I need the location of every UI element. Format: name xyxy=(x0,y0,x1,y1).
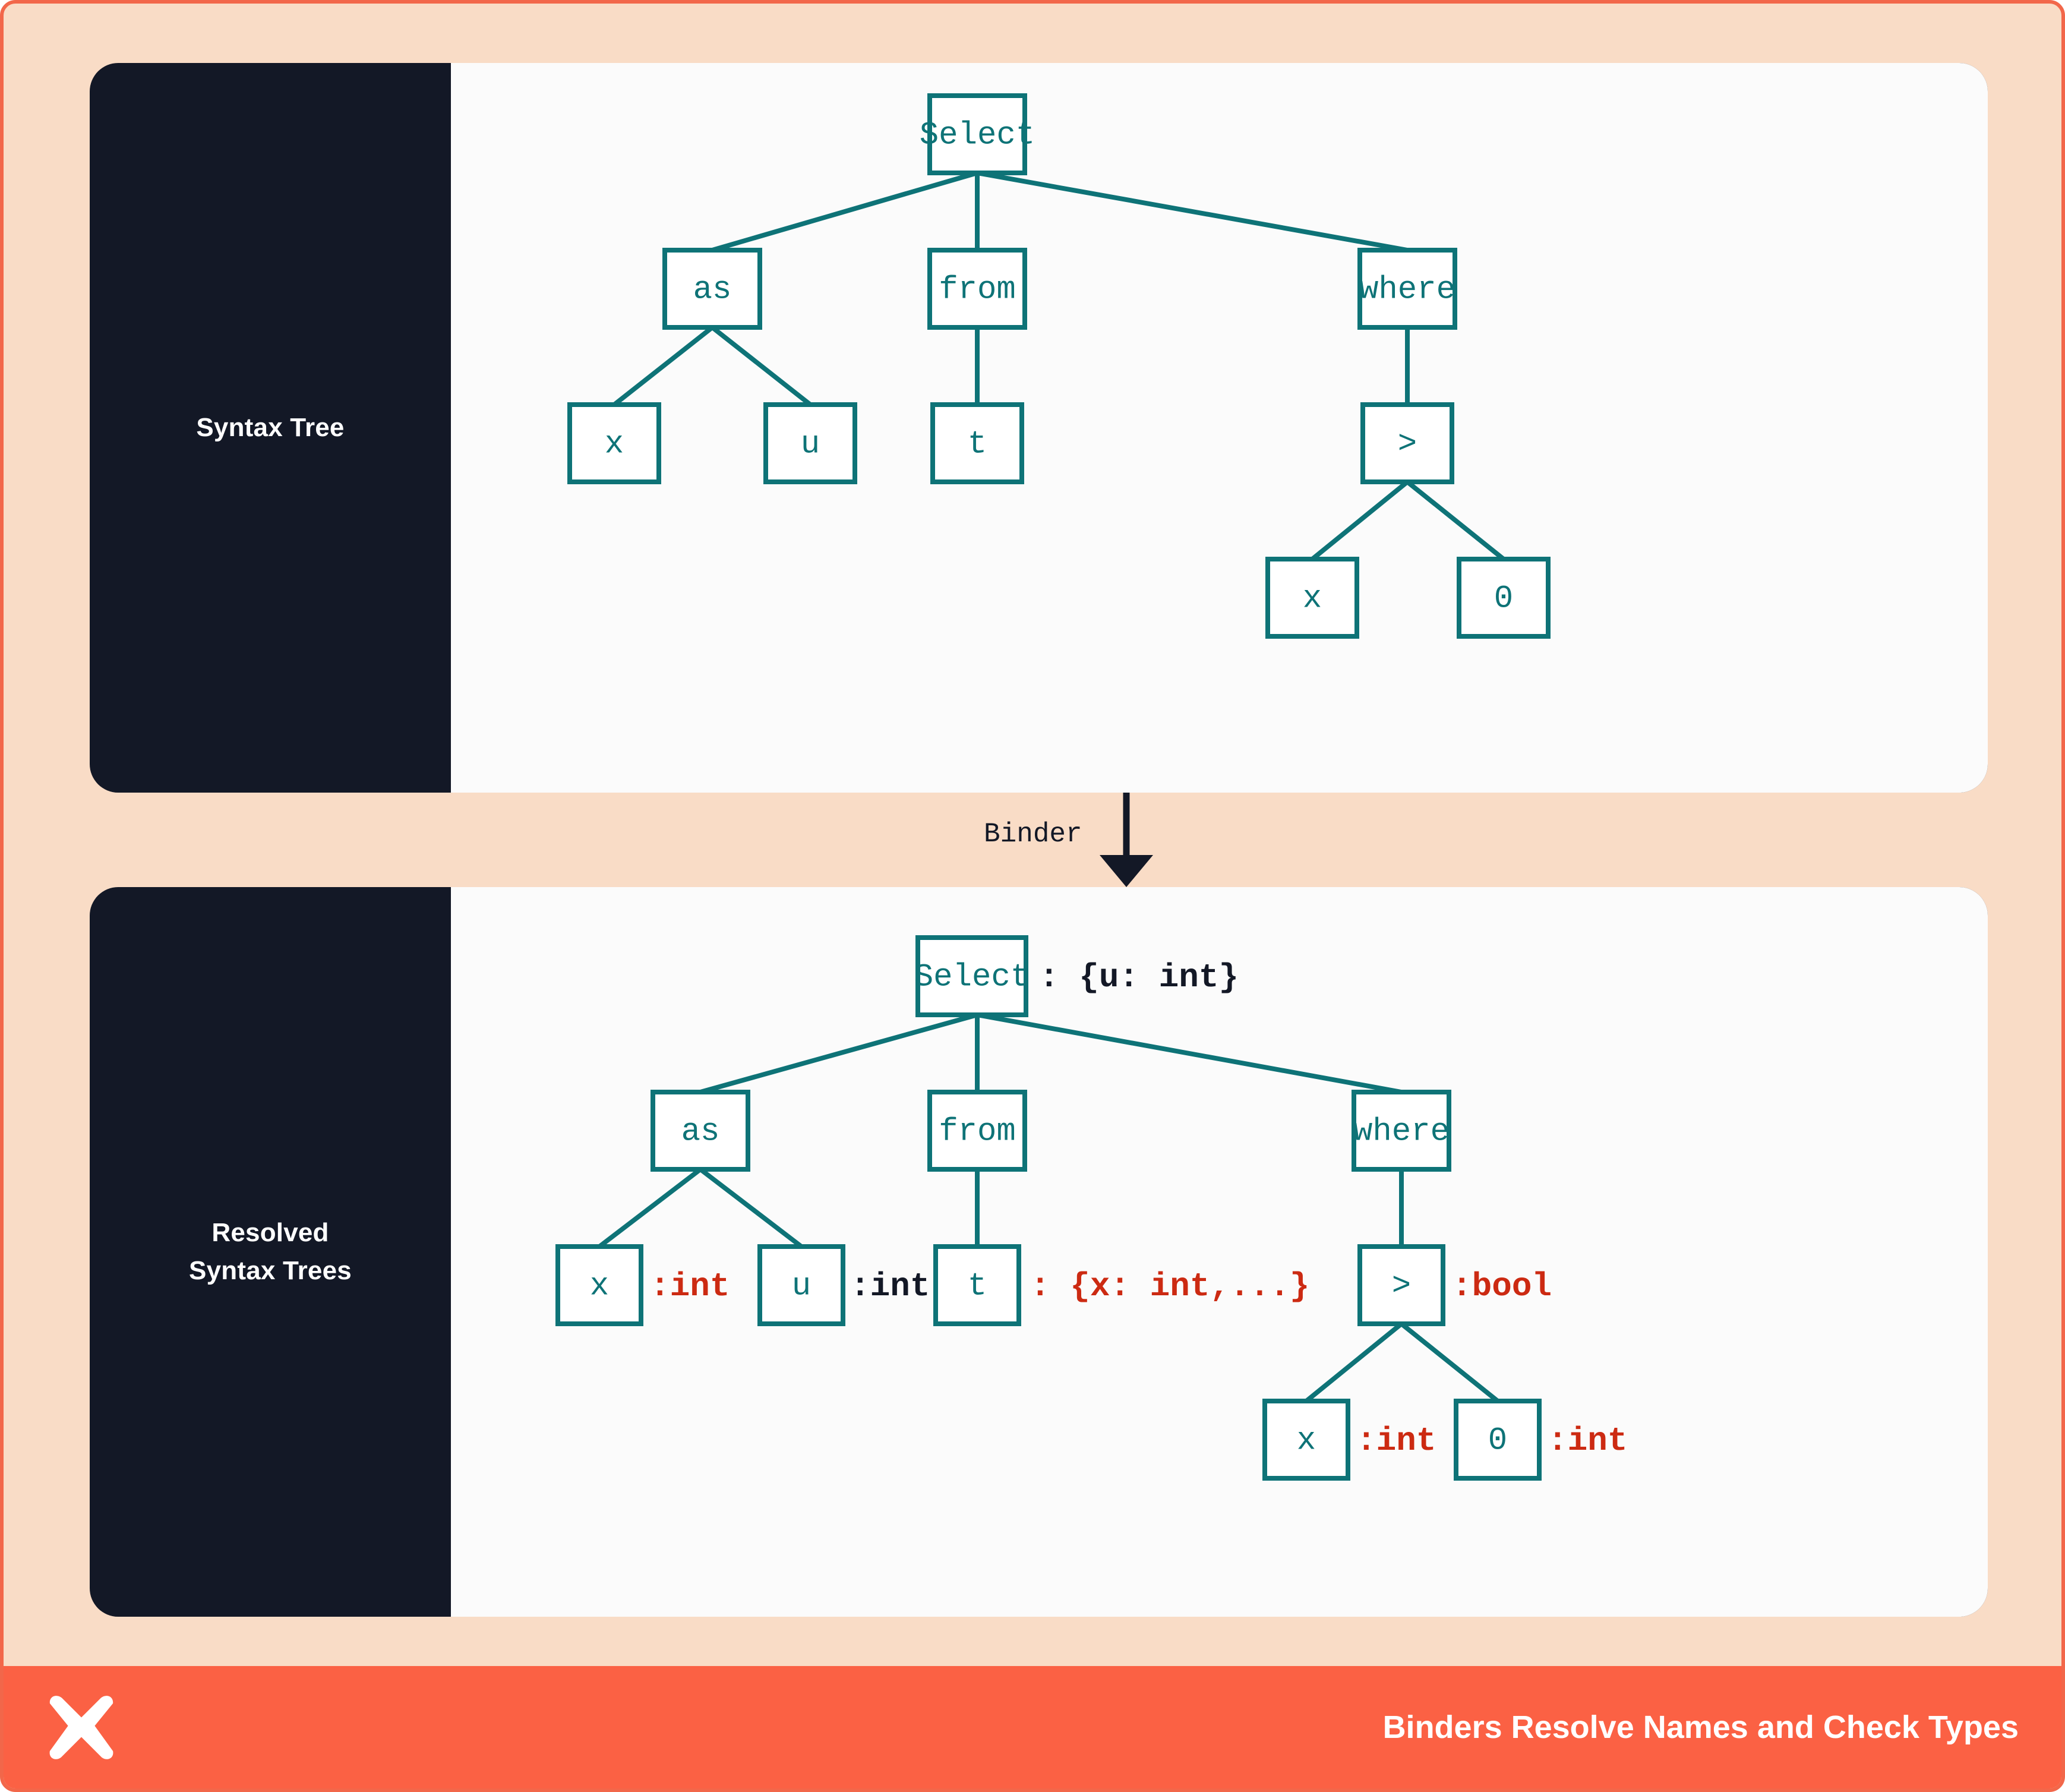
tree-node-from-t-label: t xyxy=(968,427,987,463)
resolved-node-from[interactable]: from xyxy=(927,1090,1027,1172)
tree-node-from[interactable]: from xyxy=(927,248,1027,330)
resolved-node-where[interactable]: where xyxy=(1352,1090,1451,1172)
tree-node-from-label: from xyxy=(939,272,1016,308)
panel-syntax-tree-label: Syntax Tree xyxy=(196,413,345,443)
tree-node-gt-0-label: 0 xyxy=(1494,581,1513,617)
resolved-node-gt-x-label: x xyxy=(1297,1423,1316,1459)
resolved-tree-edges xyxy=(598,1012,1499,1403)
syntax-tree-canvas: Select as from where xyxy=(451,63,1988,793)
resolved-node-as-u[interactable]: u xyxy=(757,1244,845,1326)
panel-syntax-tree: Syntax Tree Selec xyxy=(90,63,1988,793)
resolved-node-gt-0[interactable]: 0 xyxy=(1454,1399,1542,1481)
resolved-node-from-t-annotation: : {x: int,...} xyxy=(1030,1267,1309,1305)
resolved-node-select[interactable]: Select xyxy=(914,935,1030,1017)
resolved-node-gt-0-annotation: :int xyxy=(1548,1422,1627,1460)
resolved-node-gt-annotation: :bool xyxy=(1452,1267,1552,1305)
tree-node-as-x[interactable]: x xyxy=(567,402,661,484)
resolved-tree-canvas: Select : {u: int} as from where xyxy=(451,887,1988,1617)
resolved-node-gt[interactable]: > xyxy=(1357,1244,1445,1326)
tree-node-as[interactable]: as xyxy=(662,248,762,330)
resolved-node-as-x-annotation: :int xyxy=(650,1267,730,1305)
resolved-node-from-t-label: t xyxy=(968,1269,987,1305)
tree-node-gt-0[interactable]: 0 xyxy=(1457,557,1551,639)
resolved-node-as-x[interactable]: x xyxy=(555,1244,643,1326)
tree-node-select-label: Select xyxy=(920,118,1035,154)
footer-bar: Binders Resolve Names and Check Types xyxy=(4,1666,2061,1788)
tree-node-as-x-label: x xyxy=(605,427,624,463)
resolved-tree-graphic: Select : {u: int} as from where xyxy=(555,935,1627,1481)
binder-arrow-icon xyxy=(1100,793,1153,887)
tree-node-where[interactable]: where xyxy=(1357,248,1457,330)
panel-resolved-label: Resolved Syntax Trees xyxy=(189,1214,352,1290)
resolved-node-gt-x-annotation: :int xyxy=(1356,1422,1436,1460)
resolved-node-gt-x[interactable]: x xyxy=(1262,1399,1350,1481)
resolved-node-from-label: from xyxy=(939,1114,1016,1150)
syntax-tree-graphic: Select as from where xyxy=(567,93,1551,639)
panel-resolved-syntax-trees: Resolved Syntax Trees xyxy=(90,887,1988,1617)
tree-node-gt-x-label: x xyxy=(1303,581,1322,617)
tree-node-as-u[interactable]: u xyxy=(763,402,857,484)
panel-resolved-label-line1: Resolved xyxy=(211,1218,329,1248)
resolved-node-gt-label: > xyxy=(1392,1269,1411,1305)
tree-node-where-label: where xyxy=(1359,272,1455,308)
panel-syntax-tree-sidebar: Syntax Tree xyxy=(90,63,451,793)
tree-node-as-u-label: u xyxy=(801,427,820,463)
tree-node-from-t[interactable]: t xyxy=(930,402,1024,484)
resolved-node-as-u-annotation: :int xyxy=(850,1267,930,1305)
resolved-node-select-annotation: : {u: int} xyxy=(1039,958,1239,996)
resolved-node-as-u-label: u xyxy=(792,1269,811,1305)
binder-label: Binder xyxy=(984,819,1082,850)
tree-node-select[interactable]: Select xyxy=(920,93,1035,175)
footer-title: Binders Resolve Names and Check Types xyxy=(1382,1709,2019,1745)
resolved-node-select-label: Select xyxy=(914,960,1030,996)
tree-node-gt-x[interactable]: x xyxy=(1265,557,1359,639)
tree-node-gt-label: > xyxy=(1398,427,1417,463)
resolved-node-from-t[interactable]: t xyxy=(933,1244,1021,1326)
tree-node-as-label: as xyxy=(693,272,732,308)
resolved-node-as-x-label: x xyxy=(590,1269,609,1305)
panel-resolved-sidebar: Resolved Syntax Trees xyxy=(90,887,451,1617)
resolved-node-where-label: where xyxy=(1353,1114,1450,1150)
resolved-node-as[interactable]: as xyxy=(651,1090,750,1172)
resolved-node-as-label: as xyxy=(681,1114,720,1150)
tree-edges xyxy=(612,171,1505,561)
tree-node-gt[interactable]: > xyxy=(1360,402,1454,484)
resolved-node-gt-0-label: 0 xyxy=(1488,1423,1507,1459)
panel-resolved-label-line2: Syntax Trees xyxy=(189,1256,352,1285)
binder-connector: Binder xyxy=(90,793,1988,887)
x-mark-logo-icon xyxy=(49,1696,113,1759)
